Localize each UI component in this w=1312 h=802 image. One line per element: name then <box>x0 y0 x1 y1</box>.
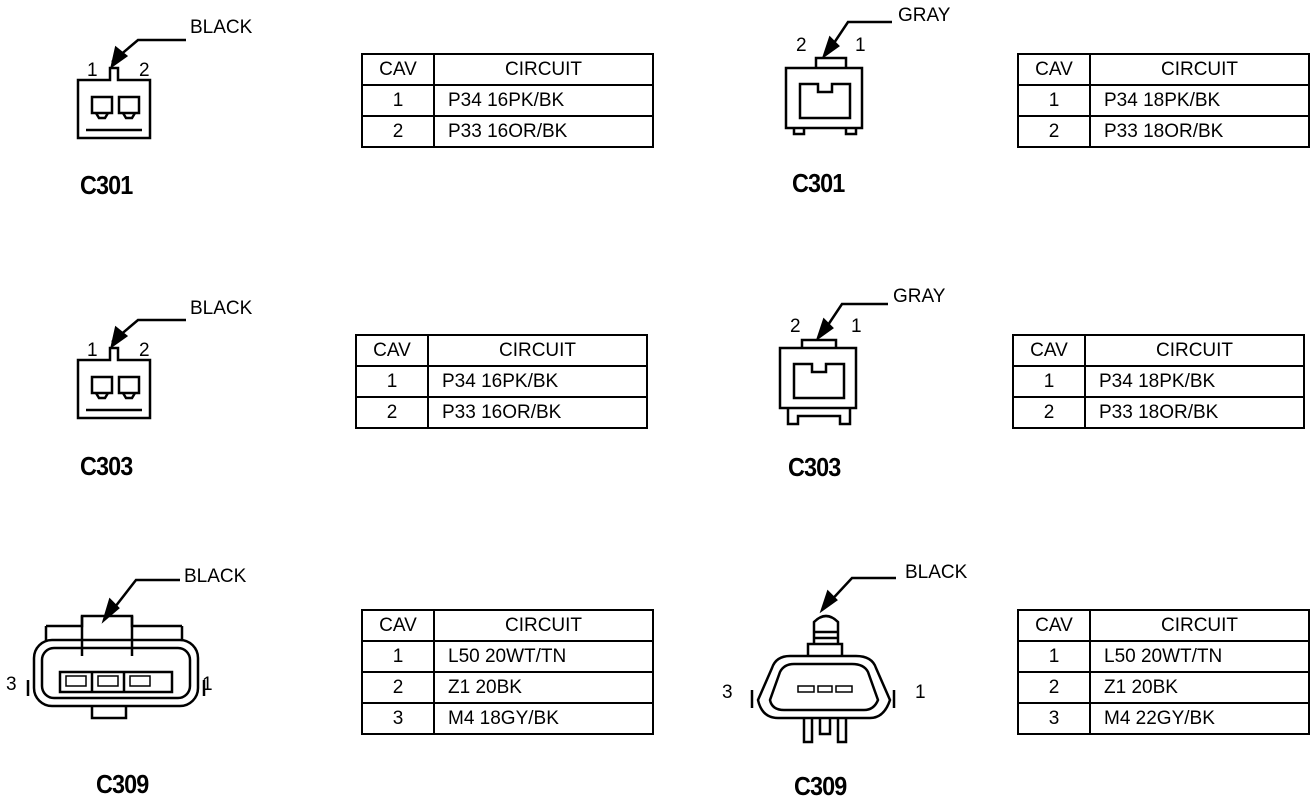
table-cell: 3 <box>1017 702 1091 735</box>
connector-name: C303 <box>788 452 841 482</box>
table-cell: P34 18PK/BK <box>1089 84 1310 117</box>
table-header-row: CAV CIRCUIT <box>355 334 648 367</box>
table-row: 1 P34 18PK/BK <box>1012 365 1305 398</box>
table-row: 1 P34 18PK/BK <box>1017 84 1310 117</box>
table-cell: P34 16PK/BK <box>433 84 654 117</box>
connector-name: C303 <box>80 451 133 481</box>
table-row: 3 M4 22GY/BK <box>1017 702 1310 735</box>
pin-number-label: 3 <box>722 682 733 703</box>
table-header-row: CAV CIRCUIT <box>361 609 654 642</box>
table-cell: 1 <box>1017 640 1091 673</box>
housing-color-label: BLACK <box>190 298 253 319</box>
table-header-row: CAV CIRCUIT <box>361 53 654 86</box>
pin-number-label: 2 <box>796 35 807 56</box>
connector-name: C301 <box>792 168 845 198</box>
table-cell: P33 16OR/BK <box>427 396 648 429</box>
table-row: 1 L50 20WT/TN <box>1017 640 1310 673</box>
pin-number-label: 3 <box>6 674 17 695</box>
connector-name: C301 <box>80 170 133 200</box>
table-cell: 1 <box>1012 365 1086 398</box>
table-header-cell: CIRCUIT <box>433 53 654 86</box>
table-header-cell: CIRCUIT <box>433 609 654 642</box>
circuit-table: CAV CIRCUIT 1 L50 20WT/TN 2 Z1 20BK 3 M4… <box>361 609 654 735</box>
table-cell: 2 <box>1017 115 1091 148</box>
pin-number-label: 1 <box>855 35 866 56</box>
table-header-cell: CAV <box>1017 609 1091 642</box>
housing-color-label: GRAY <box>893 286 946 307</box>
table-cell: 2 <box>361 115 435 148</box>
table-cell: 2 <box>1017 671 1091 704</box>
table-cell: 2 <box>361 671 435 704</box>
circuit-table: CAV CIRCUIT 1 P34 16PK/BK 2 P33 16OR/BK <box>361 53 654 148</box>
table-header-row: CAV CIRCUIT <box>1017 609 1310 642</box>
table-header-cell: CAV <box>1012 334 1086 367</box>
table-header-cell: CIRCUIT <box>427 334 648 367</box>
housing-color-label: BLACK <box>190 17 253 38</box>
table-cell: 2 <box>1012 396 1086 429</box>
table-cell: P33 16OR/BK <box>433 115 654 148</box>
housing-color-label: BLACK <box>905 562 968 583</box>
table-header-cell: CAV <box>1017 53 1091 86</box>
table-row: 1 L50 20WT/TN <box>361 640 654 673</box>
housing-color-label: GRAY <box>898 5 951 26</box>
connector-c301-gray-drawing <box>784 20 892 136</box>
pin-number-label: 1 <box>87 60 98 81</box>
table-header-cell: CIRCUIT <box>1089 609 1310 642</box>
pin-number-label: 2 <box>139 340 150 361</box>
connector-c309-black-drawing <box>26 578 206 720</box>
pin-number-label: 2 <box>790 316 801 337</box>
table-row: 1 P34 16PK/BK <box>355 365 648 398</box>
circuit-table: CAV CIRCUIT 1 P34 18PK/BK 2 P33 18OR/BK <box>1012 334 1305 429</box>
table-cell: P34 18PK/BK <box>1084 365 1305 398</box>
table-row: 2 P33 16OR/BK <box>355 396 648 429</box>
table-header-cell: CIRCUIT <box>1089 53 1310 86</box>
table-header-cell: CAV <box>361 609 435 642</box>
table-row: 2 P33 18OR/BK <box>1012 396 1305 429</box>
table-cell: P34 16PK/BK <box>427 365 648 398</box>
connector-name: C309 <box>96 769 149 799</box>
circuit-table: CAV CIRCUIT 1 P34 16PK/BK 2 P33 16OR/BK <box>355 334 648 429</box>
table-cell: M4 18GY/BK <box>433 702 654 735</box>
table-cell: 3 <box>361 702 435 735</box>
table-cell: 2 <box>355 396 429 429</box>
pin-number-label: 1 <box>202 674 213 695</box>
table-cell: P33 18OR/BK <box>1089 115 1310 148</box>
housing-color-label: BLACK <box>184 566 247 587</box>
connector-c303-gray-drawing <box>778 302 888 426</box>
table-cell: 1 <box>361 84 435 117</box>
connector-name: C309 <box>794 771 847 801</box>
table-header-row: CAV CIRCUIT <box>1017 53 1310 86</box>
table-header-cell: CAV <box>361 53 435 86</box>
table-row: 2 P33 16OR/BK <box>361 115 654 148</box>
table-header-cell: CAV <box>355 334 429 367</box>
table-cell: Z1 20BK <box>1089 671 1310 704</box>
connector-c303-black-drawing <box>76 318 186 420</box>
connector-c301-black-drawing <box>76 38 186 140</box>
pin-number-label: 1 <box>915 682 926 703</box>
table-row: 2 Z1 20BK <box>361 671 654 704</box>
table-cell: 1 <box>1017 84 1091 117</box>
table-cell: M4 22GY/BK <box>1089 702 1310 735</box>
pin-number-label: 1 <box>87 340 98 361</box>
circuit-table: CAV CIRCUIT 1 P34 18PK/BK 2 P33 18OR/BK <box>1017 53 1310 148</box>
table-row: 3 M4 18GY/BK <box>361 702 654 735</box>
table-cell: P33 18OR/BK <box>1084 396 1305 429</box>
table-header-row: CAV CIRCUIT <box>1012 334 1305 367</box>
table-row: 1 P34 16PK/BK <box>361 84 654 117</box>
table-row: 2 Z1 20BK <box>1017 671 1310 704</box>
circuit-table: CAV CIRCUIT 1 L50 20WT/TN 2 Z1 20BK 3 M4… <box>1017 609 1310 735</box>
table-row: 2 P33 18OR/BK <box>1017 115 1310 148</box>
table-cell: Z1 20BK <box>433 671 654 704</box>
table-cell: 1 <box>361 640 435 673</box>
table-cell: L50 20WT/TN <box>1089 640 1310 673</box>
pin-number-label: 2 <box>139 60 150 81</box>
table-cell: L50 20WT/TN <box>433 640 654 673</box>
table-header-cell: CIRCUIT <box>1084 334 1305 367</box>
connector-c309-sensor-drawing <box>750 576 896 744</box>
pin-number-label: 1 <box>851 316 862 337</box>
table-cell: 1 <box>355 365 429 398</box>
